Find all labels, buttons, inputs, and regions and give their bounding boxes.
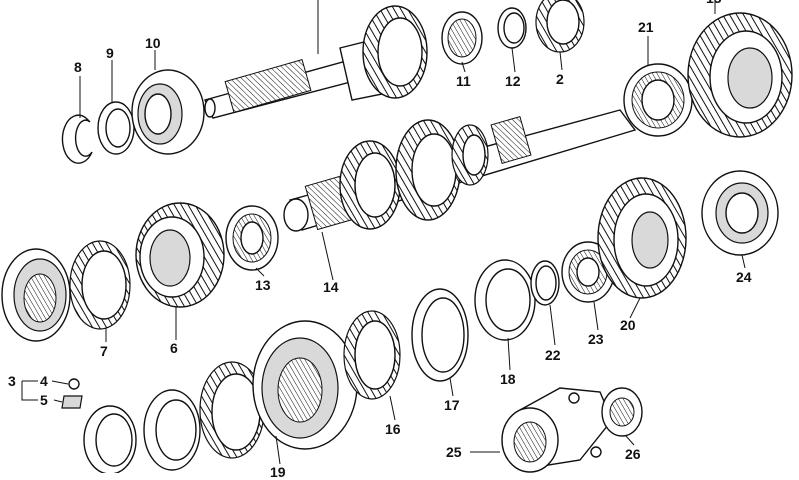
needle-cage-21 xyxy=(623,63,693,137)
synchro-ring-18 xyxy=(474,259,536,341)
cluster-gear-large xyxy=(339,140,401,230)
needle-bearing-11 xyxy=(441,11,483,65)
gear-6 xyxy=(135,202,225,308)
callout-17: 17 xyxy=(444,397,460,413)
input-gear-top xyxy=(362,5,428,99)
callout-5: 5 xyxy=(40,392,48,408)
synchro-ring-19c xyxy=(199,361,265,459)
callout-23: 23 xyxy=(588,331,604,347)
output-flange-25 xyxy=(501,387,613,473)
synchro-hub-3 xyxy=(1,248,71,342)
ball-4 xyxy=(68,378,80,390)
callout-24: 24 xyxy=(736,269,752,285)
callout-22: 22 xyxy=(545,347,561,363)
callout-19: 19 xyxy=(270,464,286,480)
ball-bearing-10 xyxy=(131,69,205,155)
leader-lines xyxy=(21,0,746,465)
callout-6: 6 xyxy=(170,340,178,356)
callout-12: 12 xyxy=(505,73,521,89)
callout-3: 3 xyxy=(8,373,16,389)
callout-9: 9 xyxy=(106,45,114,61)
synchro-ring-19a xyxy=(83,405,137,473)
needle-cage-13 xyxy=(225,205,279,271)
callout-8: 8 xyxy=(74,59,82,75)
callout-4: 4 xyxy=(40,373,48,389)
cluster-gear-mid xyxy=(395,119,461,221)
callout-11: 11 xyxy=(456,73,471,89)
snap-ring-12 xyxy=(497,7,527,49)
synchro-ring-2 xyxy=(535,0,585,53)
gear-20 xyxy=(597,177,687,299)
callout-21: 21 xyxy=(638,19,654,35)
snap-ring-22 xyxy=(530,260,560,306)
bearing-24 xyxy=(701,170,779,256)
synchro-ring-7 xyxy=(69,240,131,330)
shift-sleeve-16 xyxy=(252,320,358,450)
callout-2: 2 xyxy=(556,71,564,87)
spring-5 xyxy=(61,395,83,409)
washer-9 xyxy=(97,101,135,155)
ring-17 xyxy=(411,288,469,382)
callout-25: 25 xyxy=(446,444,462,460)
callout-13: 13 xyxy=(255,277,271,293)
callout-7: 7 xyxy=(100,343,108,359)
synchro-ring-19b xyxy=(143,389,201,471)
gear-15 xyxy=(687,12,793,138)
callout-16: 16 xyxy=(385,421,401,437)
callout-14: 14 xyxy=(323,279,339,295)
nut-26 xyxy=(601,387,643,437)
callout-10: 10 xyxy=(145,35,161,51)
cluster-gear-small xyxy=(451,124,489,186)
callout-20: 20 xyxy=(620,317,636,333)
circlip-8 xyxy=(61,114,93,164)
callout-15: 15 xyxy=(706,0,722,5)
synchro-ring-16b xyxy=(343,310,401,400)
callout-26: 26 xyxy=(625,446,641,462)
callout-18: 18 xyxy=(500,371,516,387)
